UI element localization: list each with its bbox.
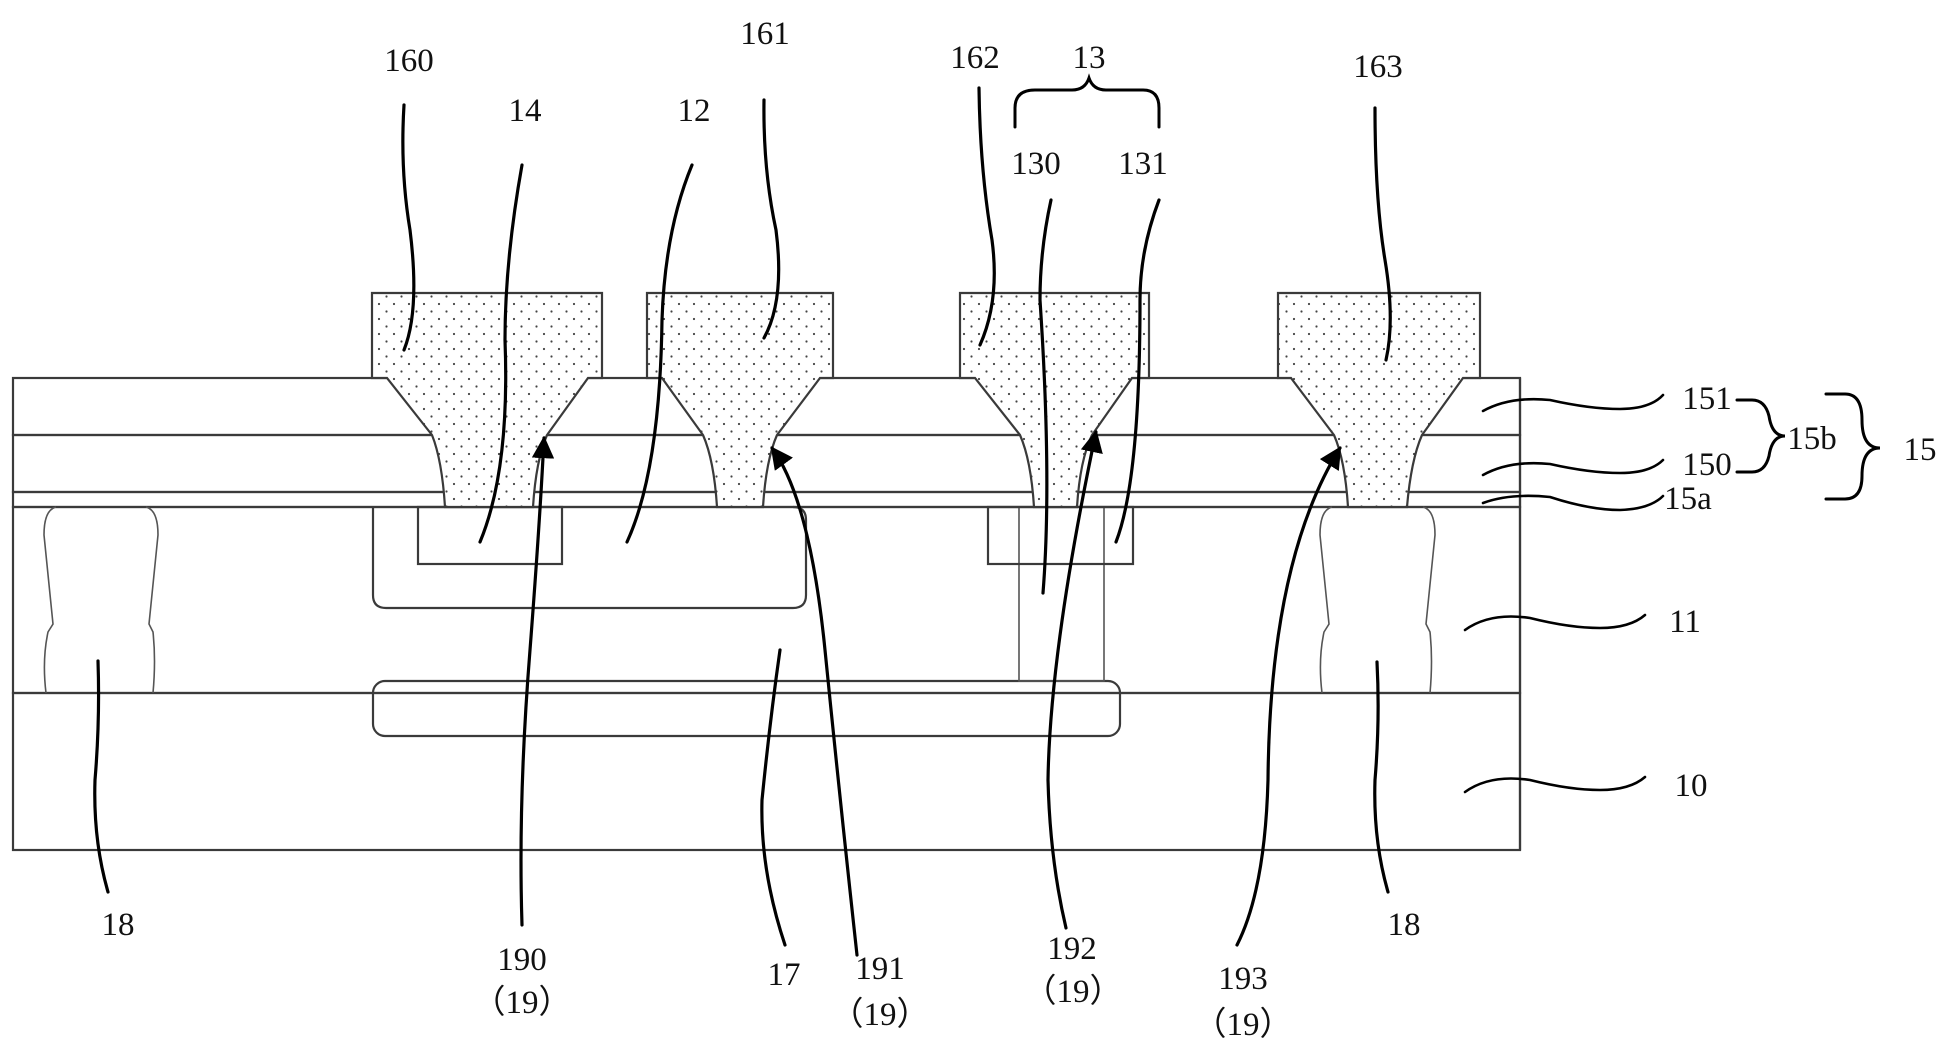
- leader-162: [977, 86, 996, 347]
- arrow-191: [770, 446, 859, 957]
- label-18-right: 18: [1388, 907, 1421, 943]
- arrow-193: [1235, 446, 1342, 947]
- label-13: 13: [1073, 40, 1106, 76]
- leader-10: [1463, 775, 1647, 794]
- label-161: 161: [740, 16, 790, 52]
- label-11: 11: [1669, 604, 1701, 640]
- leader-150: [1481, 458, 1665, 477]
- label-193: 193: [1218, 961, 1268, 997]
- dielectric-layer-15a: [11, 490, 1522, 509]
- label-190-group: （19）: [473, 985, 572, 1021]
- brace-13: [1013, 73, 1161, 129]
- leader-163: [1373, 106, 1392, 362]
- electrode-pad-160: [370, 291, 604, 509]
- label-15a: 15a: [1664, 481, 1712, 517]
- leader-12: [625, 163, 694, 544]
- label-151: 151: [1682, 381, 1732, 417]
- label-163: 163: [1353, 49, 1403, 85]
- brace-15: [1824, 392, 1881, 501]
- leader-15a: [1481, 494, 1665, 512]
- label-17: 17: [768, 957, 801, 993]
- label-130: 130: [1011, 146, 1061, 182]
- label-162: 162: [950, 40, 1000, 76]
- contact-region-131: [986, 505, 1135, 566]
- label-191-group: （19）: [831, 997, 930, 1033]
- label-190: 190: [497, 942, 547, 978]
- isolation-trench-18-left: [43, 506, 159, 694]
- brace-15b: [1735, 398, 1786, 474]
- leader-18-left: [93, 659, 110, 894]
- isolation-trench-18-right: [1319, 506, 1436, 694]
- label-15b: 15b: [1787, 421, 1837, 457]
- arrow-192: [1046, 429, 1103, 930]
- leader-131: [1114, 198, 1161, 544]
- label-15: 15: [1904, 432, 1937, 468]
- label-192-group: （19）: [1024, 974, 1123, 1010]
- contact-region-130: [1018, 506, 1105, 682]
- label-10: 10: [1675, 768, 1708, 804]
- leader-18-right: [1373, 660, 1390, 894]
- label-18-left: 18: [102, 907, 135, 943]
- leader-160: [401, 103, 416, 352]
- leader-14: [478, 163, 524, 544]
- leader-161: [762, 98, 781, 340]
- label-131: 131: [1118, 146, 1168, 182]
- leader-130: [1038, 198, 1053, 595]
- electrode-pad-163: [1276, 291, 1482, 509]
- leader-17: [760, 648, 787, 947]
- leader-151: [1481, 393, 1665, 413]
- label-192: 192: [1047, 931, 1097, 967]
- label-193-group: （19）: [1194, 1007, 1293, 1043]
- label-191: 191: [855, 951, 905, 987]
- label-150: 150: [1682, 447, 1732, 483]
- well-region-12: [371, 505, 808, 610]
- epitaxial-layer-11: [11, 505, 1522, 695]
- label-160: 160: [384, 43, 434, 79]
- leader-11: [1463, 613, 1647, 632]
- label-14: 14: [509, 93, 542, 129]
- electrode-pad-161: [645, 291, 835, 509]
- buried-layer-17: [371, 679, 1122, 738]
- arrow-190: [519, 435, 555, 927]
- label-12: 12: [678, 93, 711, 129]
